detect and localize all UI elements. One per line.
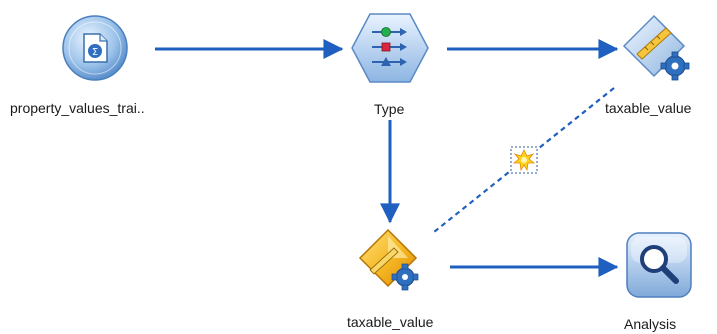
stream-links	[155, 39, 619, 277]
model-builder-node-label: taxable_value	[605, 100, 692, 116]
statistics-file-source-icon: Σ	[83, 33, 108, 63]
type-node-icon	[372, 27, 407, 66]
modeling-node-gear-icon	[636, 27, 690, 81]
magnifier-analysis-icon	[640, 245, 679, 284]
analysis-node-label: Analysis	[624, 316, 677, 332]
source-node[interactable]: Σ	[62, 15, 128, 81]
analysis-node[interactable]	[626, 232, 692, 298]
source-node-label: property_values_trai..	[10, 100, 145, 116]
link-model-builder-to-nugget-dashed[interactable]	[433, 87, 615, 233]
model-nugget-node[interactable]	[358, 228, 419, 291]
model-builder-node[interactable]	[622, 14, 690, 81]
type-node[interactable]	[351, 13, 429, 83]
model-nugget-node-label: taxable_value	[347, 314, 434, 330]
svg-text:Σ: Σ	[92, 47, 98, 58]
refresh-star-icon[interactable]	[510, 146, 538, 174]
model-nugget-icon	[369, 247, 419, 291]
type-node-label: Type	[374, 101, 405, 117]
